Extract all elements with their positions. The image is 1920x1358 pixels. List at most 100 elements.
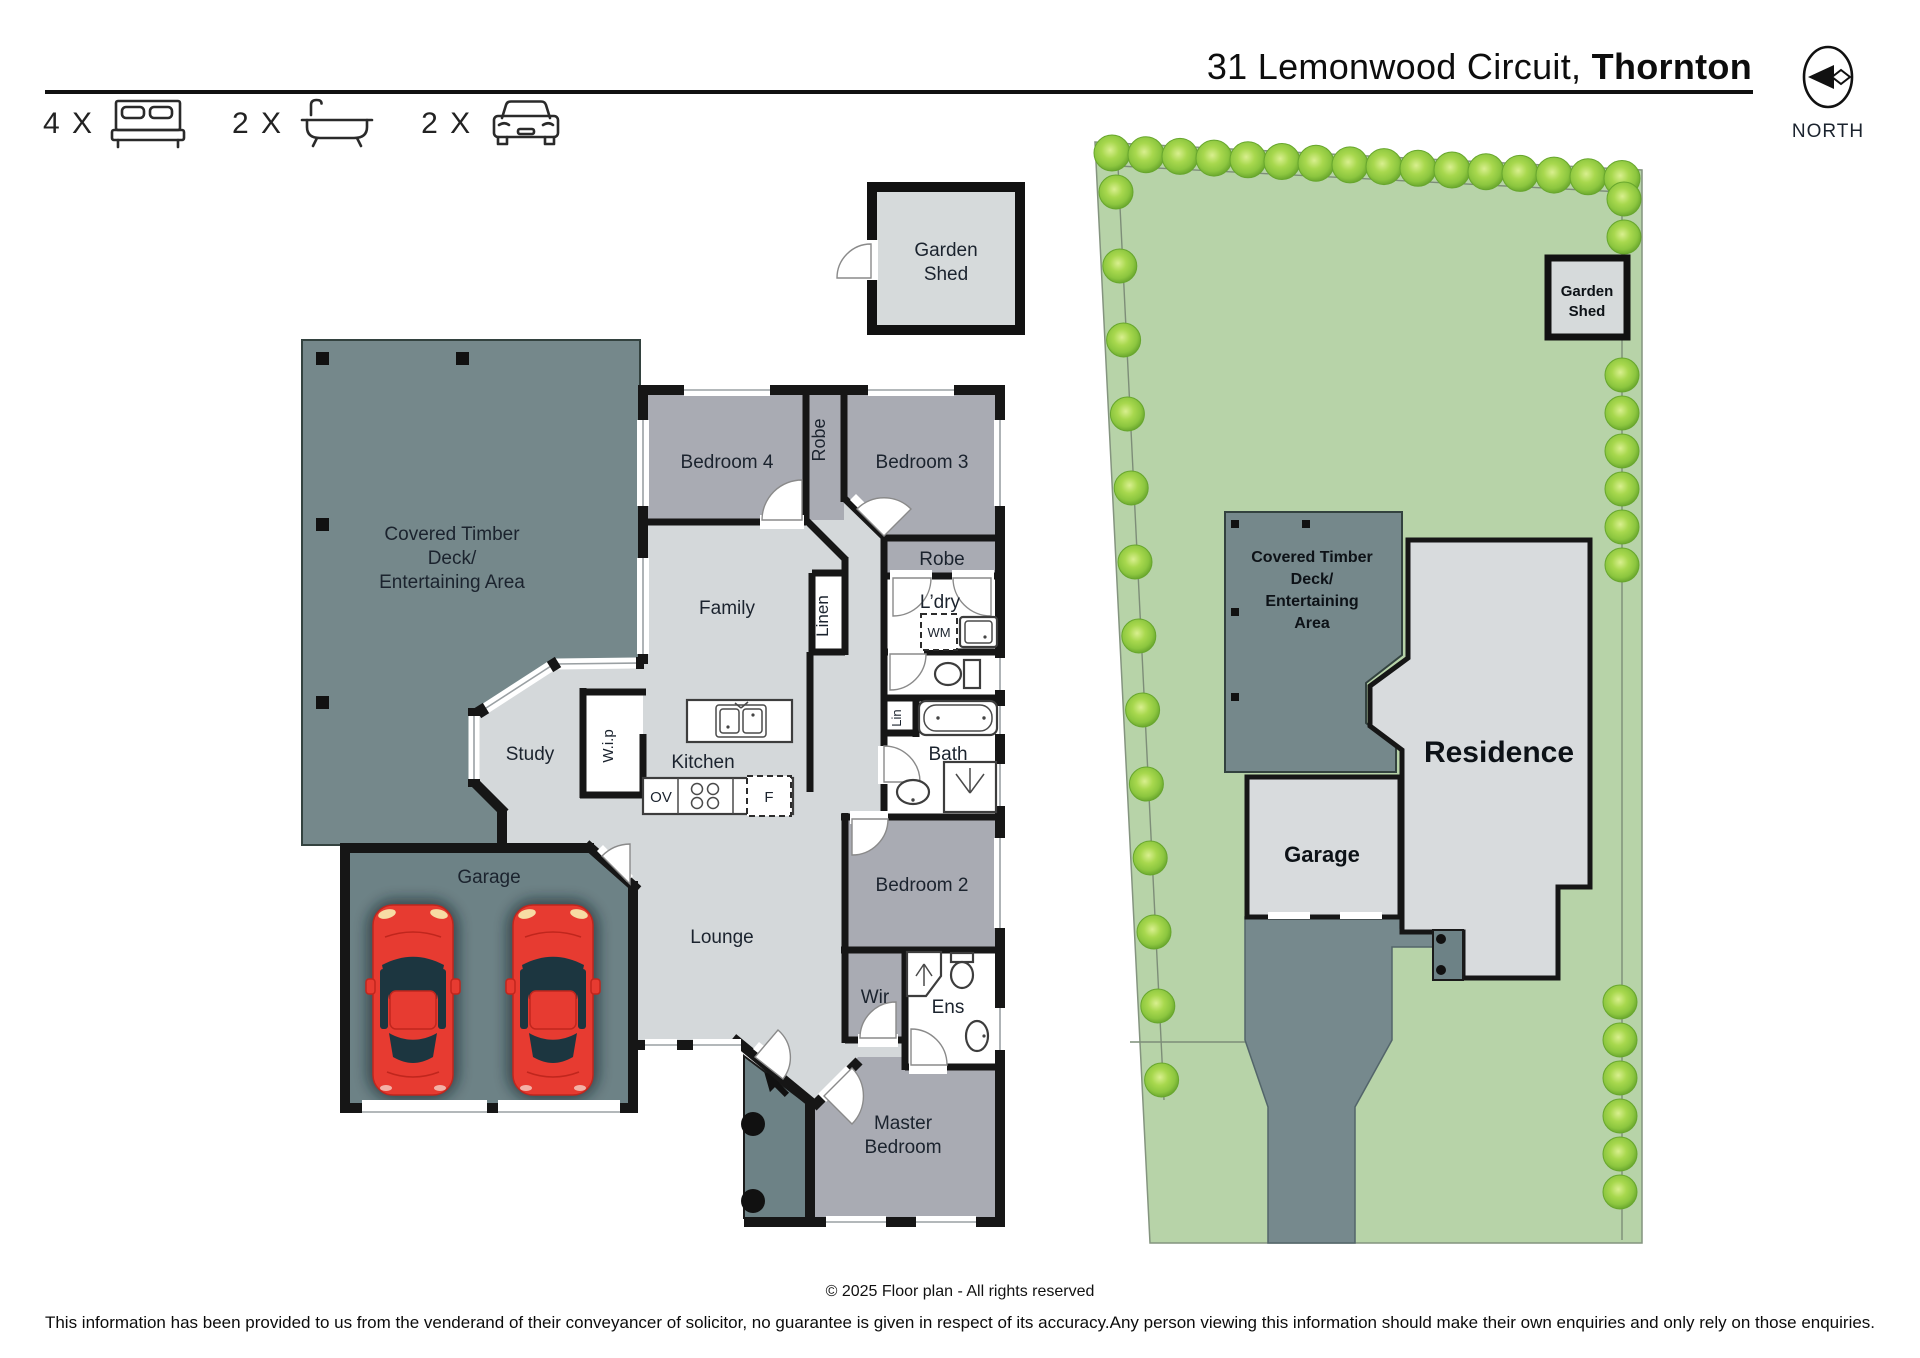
tree-icon <box>1127 136 1165 174</box>
tree-icon <box>1195 139 1233 177</box>
label-wip: W.i.p <box>600 729 617 762</box>
north-indicator: NORTH <box>1782 30 1874 151</box>
car-count: 2 X <box>421 107 473 140</box>
deck-posts <box>316 352 469 709</box>
tree-icon <box>1132 840 1168 876</box>
tree-icon <box>1125 692 1161 728</box>
tree-icon <box>1602 1174 1638 1210</box>
bathtub <box>917 699 999 737</box>
tree-icon <box>1602 1060 1638 1096</box>
label-lin: Lin <box>889 709 904 726</box>
tree-icon <box>1121 618 1157 654</box>
tree-icon <box>1602 984 1638 1020</box>
page-title: 31 Lemonwood Circuit, Thornton <box>1207 46 1752 88</box>
address-street: 31 Lemonwood Circuit, <box>1206 46 1582 87</box>
tree-border <box>1093 134 1642 1210</box>
stat-cars: 2 X <box>421 98 564 150</box>
windows <box>362 384 1006 1228</box>
disclaimer-text: This information has been provided to us… <box>44 1313 1876 1332</box>
site-deck-label: Area <box>1294 615 1330 632</box>
bay-windows <box>468 656 644 787</box>
tree-icon <box>1297 144 1335 182</box>
label-deck: Entertaining Area <box>379 572 525 593</box>
tree-icon <box>1117 544 1153 580</box>
label-garage: Garage <box>457 867 520 888</box>
tree-icon <box>1106 322 1142 358</box>
site-deck-label: Entertaining <box>1265 593 1358 610</box>
site-garage <box>1244 774 1403 920</box>
label-lounge: Lounge <box>690 927 753 948</box>
label-garden-shed: Shed <box>924 264 968 285</box>
tree-icon <box>1161 137 1199 175</box>
tree-icon <box>1140 988 1176 1024</box>
tree-icon <box>1263 143 1301 180</box>
tree-icon <box>1113 470 1149 506</box>
car-icon <box>492 100 560 146</box>
toilet-tank <box>962 658 982 690</box>
tree-icon <box>1535 156 1573 194</box>
label-wm: WM <box>927 625 950 640</box>
site-shed-label: Shed <box>1569 303 1606 320</box>
tree-icon <box>1331 146 1369 184</box>
tree-icon <box>1098 174 1134 210</box>
ensuite-toilet-tank <box>949 951 975 964</box>
label-ens: Ens <box>932 997 965 1018</box>
label-master: Master <box>874 1113 933 1134</box>
tree-icon <box>1606 181 1642 217</box>
tree-icon <box>1602 1098 1638 1134</box>
tree-icon <box>1604 357 1640 393</box>
label-garden-shed: Garden <box>914 240 977 261</box>
tree-icon <box>1399 149 1437 187</box>
label-linen: Linen <box>813 595 832 637</box>
room-linen <box>812 573 845 655</box>
tree-icon <box>1569 158 1607 196</box>
tree-icon <box>1093 134 1131 172</box>
tree-icon <box>1144 1062 1180 1098</box>
garden-shed <box>836 182 1025 335</box>
washing-machine <box>920 613 958 651</box>
fixtures <box>641 613 999 1053</box>
site-deck-label: Covered Timber <box>1251 549 1373 566</box>
label-bath: Bath <box>928 744 967 765</box>
ensuite-toilet <box>949 960 975 990</box>
tree-icon <box>1136 914 1172 950</box>
room-pantry <box>583 690 643 796</box>
header-divider <box>45 90 1753 94</box>
north-compass-icon: NORTH <box>1792 45 1863 142</box>
toilet-icon <box>933 661 963 687</box>
address-suburb: Thornton <box>1591 46 1752 87</box>
floor-plan: Garden Shed Covered Timber Deck/ Enterta… <box>301 182 1025 1228</box>
label-deck: Deck/ <box>428 548 477 569</box>
label-oven: OV <box>650 789 672 806</box>
copyright-line: © 2025 Floor plan - All rights reserved <box>825 1283 1095 1300</box>
label-bedroom2: Bedroom 2 <box>876 875 969 896</box>
stat-bathrooms: 2 X <box>232 98 375 150</box>
tree-icon <box>1602 1136 1638 1172</box>
site-shed-label: Garden <box>1561 283 1614 300</box>
tree-icon <box>1467 153 1505 191</box>
tree-icon <box>1128 766 1164 802</box>
label-family: Family <box>699 598 755 619</box>
bed-icon <box>110 99 186 149</box>
site-garage-door <box>1268 912 1310 919</box>
site-plan: Garden Shed Covered Timber Deck/ Enterta… <box>1093 134 1643 1244</box>
tree-icon <box>1604 471 1640 507</box>
label-fridge: F <box>764 789 773 806</box>
room-robe-corridor <box>806 395 844 520</box>
site-deck <box>1224 511 1403 773</box>
site-garden-shed <box>1544 254 1631 341</box>
laundry-tub <box>958 615 999 649</box>
label-study: Study <box>506 744 555 765</box>
tree-icon <box>1109 396 1145 432</box>
label-deck: Covered Timber <box>384 524 520 545</box>
bath-icon <box>300 98 374 148</box>
label-wir: Wir <box>861 987 890 1008</box>
stat-bedrooms: 4 X <box>43 98 186 150</box>
vanity-basin <box>895 778 931 806</box>
fridge-space <box>746 775 792 817</box>
doors <box>597 479 994 1125</box>
bathroom-count: 2 X <box>232 107 284 140</box>
tree-icon <box>1604 395 1640 431</box>
